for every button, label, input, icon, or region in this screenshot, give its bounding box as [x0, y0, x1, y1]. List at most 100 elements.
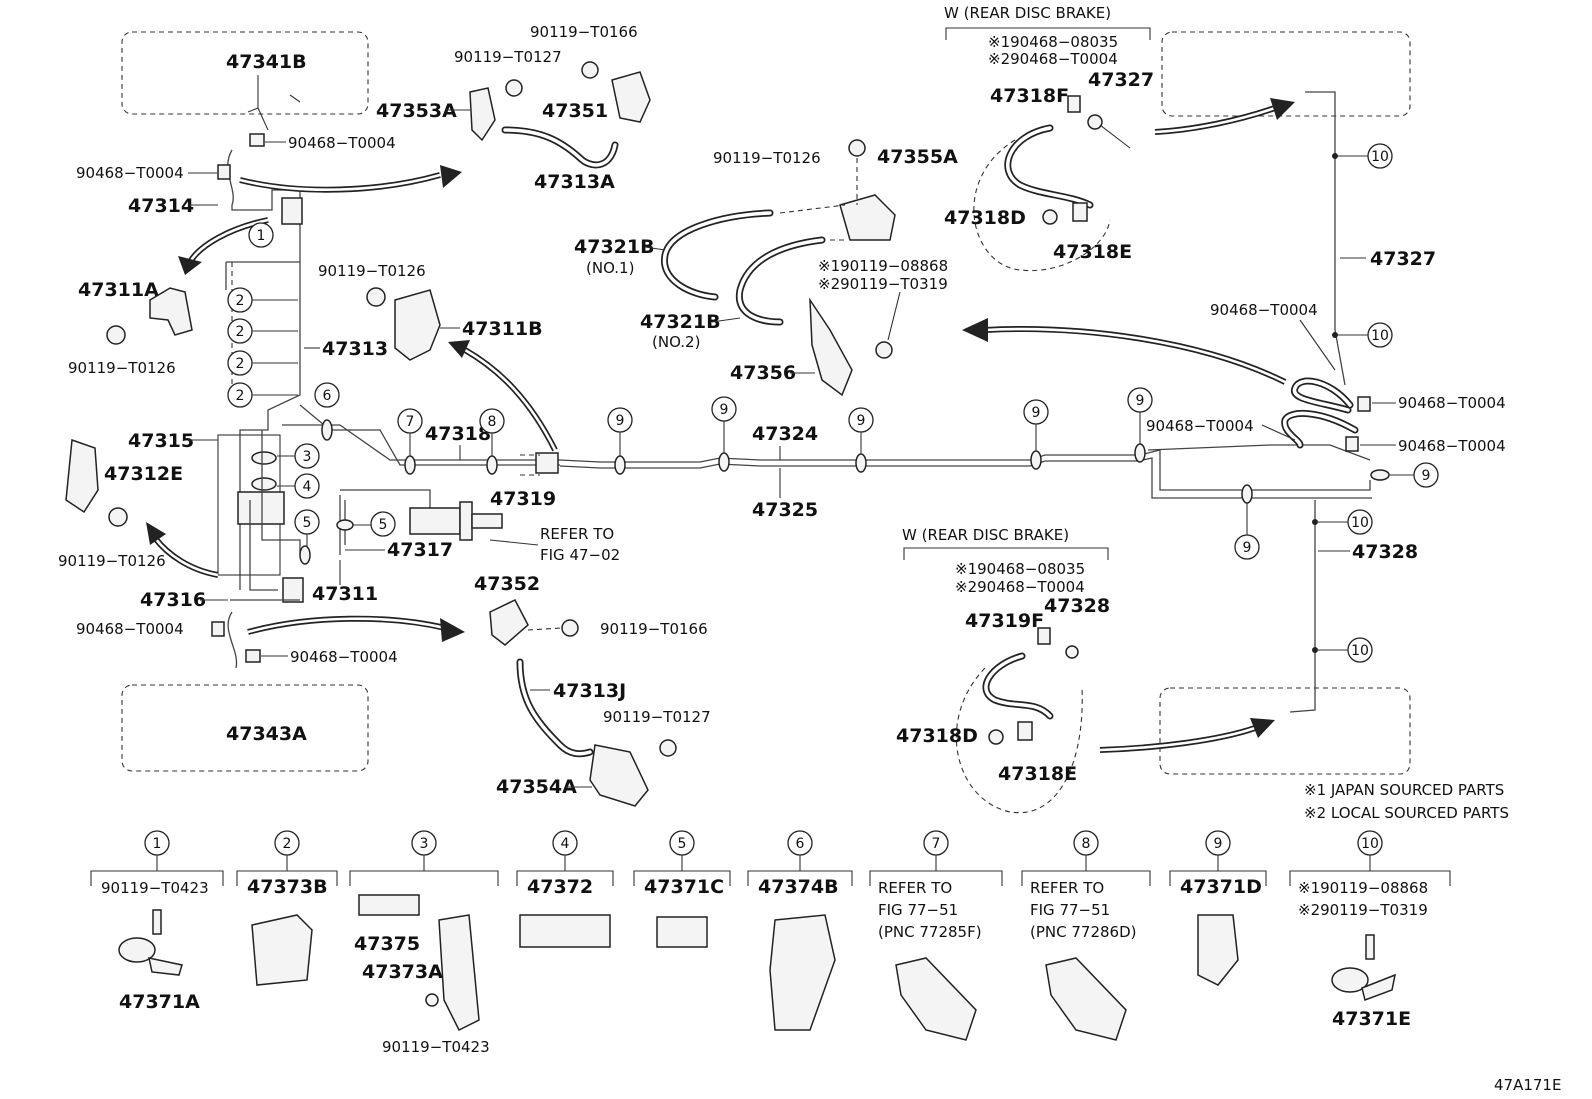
legend-part-glyph — [1197, 914, 1239, 986]
svg-text:2: 2 — [236, 293, 245, 309]
callout-9g: 9 — [1413, 462, 1439, 488]
clip-9d — [1030, 450, 1042, 470]
clip-5 — [299, 545, 311, 565]
legend-part-label: 47371E — [1332, 1008, 1411, 1030]
bolt-47318D-top — [1042, 209, 1058, 225]
label-47352: 47352 — [474, 573, 540, 595]
clip-8 — [486, 455, 498, 475]
callout-9c: 9 — [848, 407, 874, 433]
master-cylinder-valve — [409, 507, 461, 535]
label-47356: 47356 — [730, 362, 796, 384]
clip-dot — [1312, 519, 1318, 525]
svg-text:9: 9 — [616, 413, 625, 429]
label-90468-T0004-c: 90468−T0004 — [76, 620, 184, 638]
callout-4: 4 — [294, 473, 320, 499]
legend-bracket — [1169, 870, 1267, 886]
legend-callout-number: 5 — [678, 836, 687, 852]
legend-text: (PNC 77285F) — [878, 923, 982, 941]
legend-text: 47372 — [527, 876, 593, 898]
legend-bracket — [349, 870, 499, 886]
callout-9b: 9 — [711, 396, 737, 422]
grommet-4 — [251, 477, 277, 491]
clip-90468-a — [249, 133, 265, 147]
legend-text: 47373A — [362, 961, 443, 983]
arrow-right-rear-top-inner — [1154, 106, 1276, 134]
legend-bracket — [236, 870, 338, 886]
callout-6: 6 — [314, 382, 340, 408]
legend-text: 90119−T0423 — [382, 1038, 490, 1056]
callout-10c: 10 — [1347, 509, 1373, 535]
clip-9c — [855, 453, 867, 473]
rear-left-wheel-box — [1159, 687, 1411, 775]
bolt-47318D-bot — [988, 729, 1004, 745]
hose-47321B-2-inner — [737, 238, 824, 324]
tube-47324 — [559, 449, 1371, 491]
legend-bracket — [869, 870, 1003, 886]
label-47318E-bot: 47318E — [998, 763, 1077, 785]
legend-part-glyph — [1331, 934, 1397, 1001]
bracket-47312E — [65, 438, 99, 514]
bolt-90119-T0127-b — [659, 739, 677, 757]
svg-text:10: 10 — [1351, 643, 1369, 659]
svg-text:4: 4 — [303, 479, 312, 495]
legend-text: REFER TO — [878, 879, 952, 897]
callout-7: 7 — [397, 408, 423, 434]
arrow-up-inner — [464, 348, 557, 451]
label-47311B: 47311B — [462, 318, 543, 340]
legend-text: 47371D — [1180, 876, 1262, 898]
label-47316: 47316 — [140, 589, 206, 611]
bracket-47352 — [489, 599, 529, 646]
svg-text:7: 7 — [406, 414, 415, 430]
arrow-left-inner — [188, 218, 269, 263]
label-clip1-top: ※190468−08035 — [988, 33, 1118, 51]
bracket-47353A — [469, 87, 496, 142]
bracket-47355A — [839, 194, 896, 241]
label-90468-T0004-h: 90468−T0004 — [1398, 437, 1506, 455]
tube-47316 — [227, 599, 300, 669]
label-47311A: 47311A — [78, 279, 159, 301]
leader — [1261, 424, 1296, 441]
master-cylinder-rod — [471, 513, 503, 529]
legend-callout-number: 9 — [1214, 836, 1223, 852]
label-47317: 47317 — [387, 539, 453, 561]
hose-sketch — [247, 75, 301, 131]
legend-part-glyph — [358, 894, 480, 1032]
legend-text: 90119−T0423 — [101, 879, 209, 897]
label-47341B: 47341B — [226, 51, 307, 73]
legend-text: REFER TO — [1030, 879, 1104, 897]
hose-47319F — [982, 652, 1054, 720]
spring-47328 — [1065, 645, 1079, 659]
clip-dot — [1312, 647, 1318, 653]
label-no1: (NO.1) — [586, 259, 634, 277]
note-local: ※2 LOCAL SOURCED PARTS — [1304, 804, 1509, 822]
callout-10b: 10 — [1367, 322, 1393, 348]
legend-part-glyph — [118, 909, 183, 976]
legend-bracket — [1021, 870, 1151, 886]
spring-47327 — [1087, 114, 1103, 130]
figure-code: 47A171E — [1494, 1076, 1561, 1094]
legend-item-9: 9 47371D — [1169, 830, 1267, 986]
label-47325: 47325 — [752, 499, 818, 521]
label-90119-T0126-b: 90119−T0126 — [318, 262, 426, 280]
svg-text:3: 3 — [303, 449, 312, 465]
label-clip2-top: ※290468−T0004 — [988, 50, 1118, 68]
label-47313: 47313 — [322, 338, 388, 360]
svg-text:5: 5 — [303, 515, 312, 531]
tubes-block — [249, 430, 301, 591]
legend-part-glyph — [769, 914, 836, 1031]
bolt-90119-T0166-b — [561, 619, 579, 637]
hose-47313J-inner — [518, 660, 592, 756]
legend-text: 47374B — [758, 876, 839, 898]
legend-text: 47373B — [247, 876, 328, 898]
label-w-rear-top: W (REAR DISC BRAKE) — [944, 4, 1111, 22]
label-47318F: 47318F — [990, 85, 1069, 107]
dash-hose-bracket — [779, 204, 846, 241]
label-47313J: 47313J — [553, 680, 626, 702]
master-cylinder-flange — [459, 501, 473, 541]
label-90468-T0004-f: 90468−T0004 — [1398, 394, 1506, 412]
leader — [711, 317, 741, 323]
legend-callout-number: 4 — [561, 836, 570, 852]
